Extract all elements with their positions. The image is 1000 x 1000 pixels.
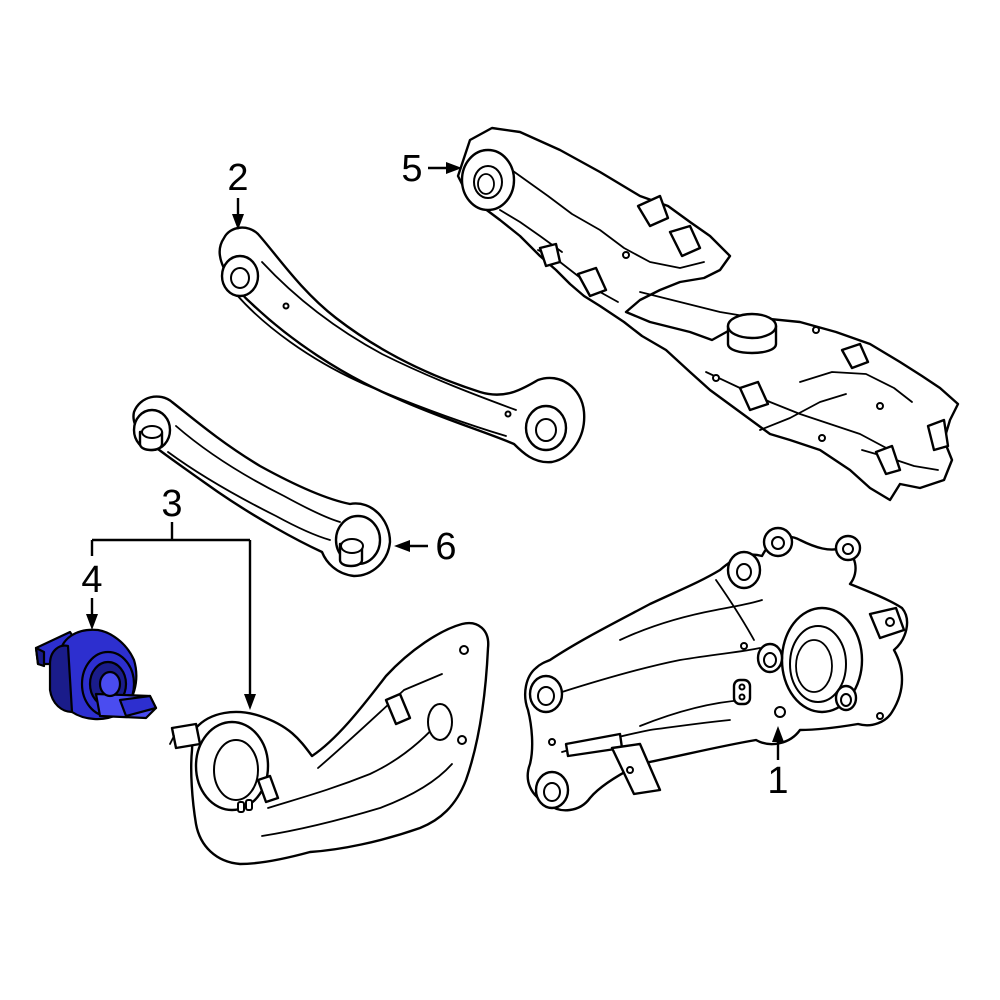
callout-5-label[interactable]: 5 — [401, 148, 422, 190]
callout-arrows — [86, 162, 784, 760]
callout-1-label[interactable]: 1 — [767, 760, 788, 802]
upper-control-arm-part[interactable] — [218, 226, 586, 464]
callout-3-label[interactable]: 3 — [161, 483, 182, 525]
trailing-arm-bushing-part[interactable] — [34, 628, 158, 721]
callout-labels: 1 2 3 4 5 6 — [81, 148, 788, 802]
crossmember-part[interactable] — [456, 126, 960, 502]
lower-link-part[interactable] — [132, 395, 392, 578]
callout-2-label[interactable]: 2 — [227, 157, 248, 199]
knuckle-part[interactable] — [524, 526, 909, 812]
callout-6-label[interactable]: 6 — [435, 526, 456, 568]
trailing-arm-part[interactable] — [169, 621, 490, 866]
callout-4-label[interactable]: 4 — [81, 559, 102, 601]
